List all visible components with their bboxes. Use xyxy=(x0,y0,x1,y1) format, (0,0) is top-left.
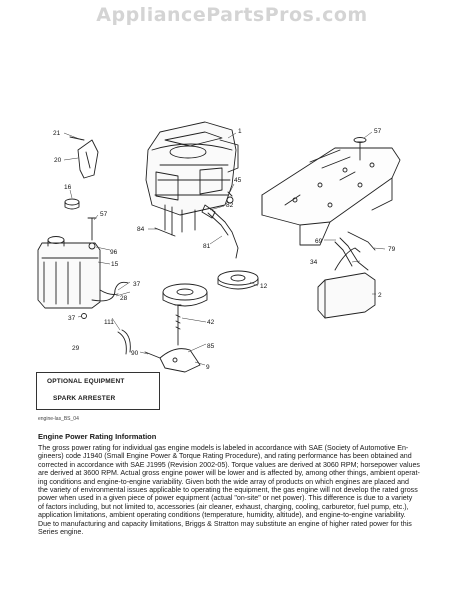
drawing-id: engine-las_BS_04 xyxy=(38,416,79,422)
callout-16: 16 xyxy=(64,184,72,191)
callout-79: 79 xyxy=(388,246,396,253)
chassis-frame xyxy=(261,147,401,246)
callout-21: 21 xyxy=(53,130,61,137)
paragraph-line: Series engine. xyxy=(38,528,84,537)
paragraph-line: power when used in a given piece of powe… xyxy=(38,494,413,503)
callout-96: 96 xyxy=(110,249,118,256)
callout-2: 2 xyxy=(378,292,382,299)
callout-85: 85 xyxy=(207,343,215,350)
section-title: Engine Power Rating Information xyxy=(38,432,157,441)
callout-15: 15 xyxy=(111,261,119,268)
throttle-control xyxy=(69,136,99,179)
paragraph-line: corrected in accordance with SAE J1995 (… xyxy=(38,460,420,469)
paragraph-line: the variety of environmental issues appl… xyxy=(38,486,418,495)
blade-adapter xyxy=(162,283,208,307)
callout-57-right: 57 xyxy=(374,128,382,135)
callout-42: 42 xyxy=(207,319,215,326)
callout-34: 34 xyxy=(310,259,318,266)
paragraph-line: gineers) code J1940 (Small Engine Power … xyxy=(38,452,412,461)
callout-45: 45 xyxy=(234,177,242,184)
callout-37-left: 37 xyxy=(68,315,76,322)
engine-assembly xyxy=(145,121,239,236)
callout-57-left: 57 xyxy=(100,211,108,218)
paragraph-line: are derived at 3600 RPM. Actual gross en… xyxy=(38,469,420,478)
callout-111: 111 xyxy=(104,319,114,326)
callout-37-right: 37 xyxy=(133,281,141,288)
paragraph-line: ing conditions and engine-to-engine vari… xyxy=(38,477,409,486)
callout-28: 28 xyxy=(120,295,128,302)
paragraph-line: of factors including, but not limited to… xyxy=(38,502,409,511)
paragraph-line: application limitations, ambient operati… xyxy=(38,511,406,520)
optional-equipment-box: OPTIONAL EQUIPMENT SPARK ARRESTER xyxy=(36,372,160,410)
callout-1: 1 xyxy=(238,128,242,135)
callout-84: 84 xyxy=(137,226,145,233)
callout-69: 69 xyxy=(315,238,323,245)
muffler xyxy=(317,247,376,319)
callout-12: 12 xyxy=(260,283,268,290)
watermark: AppliancePartsPros.com xyxy=(96,4,368,26)
paragraph-line: The gross power rating for individual ga… xyxy=(38,444,409,452)
callout-9: 9 xyxy=(206,364,210,371)
callout-90: 90 xyxy=(131,350,139,357)
fuel-tank xyxy=(37,236,101,309)
engine-rating-paragraph: The gross power rating for individual ga… xyxy=(38,444,440,536)
optional-equipment-label: OPTIONAL EQUIPMENT xyxy=(47,378,125,385)
callout-20: 20 xyxy=(54,157,62,164)
pulley xyxy=(217,270,259,290)
paragraph-line: Due to manufacturing and capacity limita… xyxy=(38,519,412,528)
callout-81: 81 xyxy=(203,243,211,250)
callout-82: 82 xyxy=(226,202,234,209)
callout-29: 29 xyxy=(72,345,80,352)
spark-arrester-label: SPARK ARRESTER xyxy=(53,395,116,402)
